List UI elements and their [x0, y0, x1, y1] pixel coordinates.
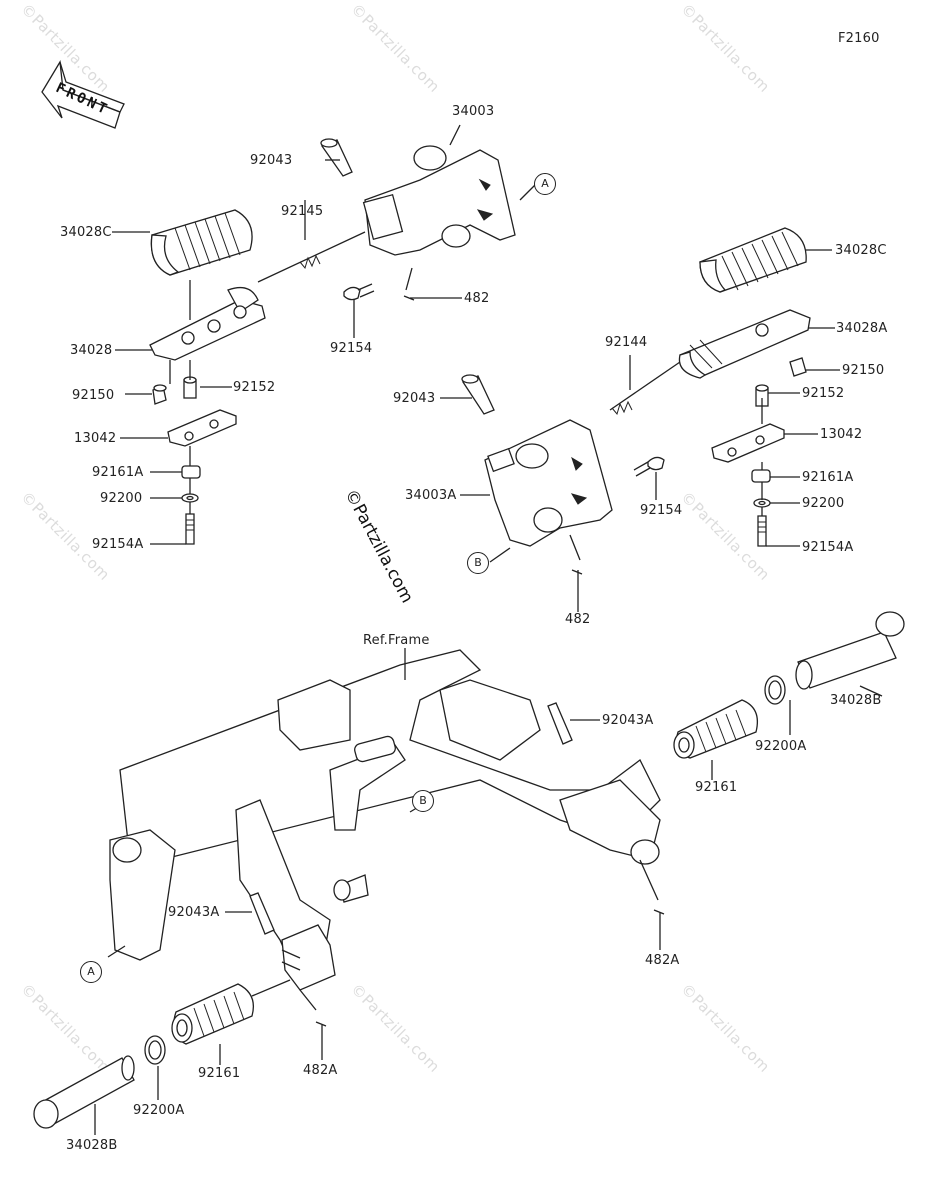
bracket-34003A: [484, 419, 613, 547]
footpeg-rubber-upper-right: [699, 227, 807, 293]
bolt-92154-top: [343, 283, 375, 301]
label-92043A-left: 92043A: [168, 905, 220, 920]
label-92154A-right: 92154A: [802, 540, 854, 555]
washer-92200A-left: [144, 1035, 166, 1065]
pin-92043A-left: [249, 892, 275, 935]
diagram-code: F2160: [838, 31, 880, 46]
callout-a-bottom: A: [80, 961, 102, 983]
label-482-mid: 482: [565, 612, 591, 627]
plate-13042-left: [167, 409, 237, 447]
spring-92145: [299, 254, 321, 270]
footpeg-left: [149, 286, 266, 361]
label-482A-left: 482A: [303, 1063, 338, 1078]
bolt-92150-left: [152, 384, 167, 405]
pin-92043-top: [320, 138, 353, 177]
collar-92152-right: [755, 384, 769, 407]
label-34028C-right: 34028C: [835, 243, 887, 258]
footpeg-rubber-upper-left: [150, 209, 253, 276]
assembly-lines: [169, 231, 763, 1011]
label-92154A-left: 92154A: [92, 537, 144, 552]
label-34003: 34003: [452, 104, 495, 119]
bolt-92154-mid: [633, 456, 665, 477]
label-34028C-left: 34028C: [60, 225, 112, 240]
peg-34028B-left: [33, 1055, 135, 1129]
label-92154-mid: 92154: [640, 503, 683, 518]
callout-b-mid: B: [467, 552, 489, 574]
footpeg-right: [678, 309, 811, 379]
label-92043-mid: 92043: [393, 391, 436, 406]
label-92152-right: 92152: [802, 386, 845, 401]
bolt-92150-right: [789, 357, 807, 377]
pin-92043A-right: [547, 702, 573, 745]
bolt-92154A-left: [185, 513, 195, 545]
label-34003A: 34003A: [405, 488, 457, 503]
label-92043A-right: 92043A: [602, 713, 654, 728]
label-92043-top: 92043: [250, 153, 293, 168]
label-92144: 92144: [605, 335, 648, 350]
label-34028B-left: 34028B: [66, 1138, 118, 1153]
label-34028-left: 34028: [70, 343, 113, 358]
label-92200A-left: 92200A: [133, 1103, 185, 1118]
footpeg-rubber-92161-right: [673, 699, 759, 759]
spring-92144: [611, 400, 633, 416]
damper-92161A-right: [751, 469, 771, 483]
label-482A-right: 482A: [645, 953, 680, 968]
pin-92043-mid: [461, 374, 495, 415]
callout-b-frame: B: [412, 790, 434, 812]
bracket-lower-left: [281, 924, 336, 991]
label-92200A-right: 92200A: [755, 739, 807, 754]
peg-34028B-right: [795, 611, 905, 690]
label-13042-right: 13042: [820, 427, 863, 442]
label-13042-left: 13042: [74, 431, 117, 446]
washer-92200-right: [753, 498, 771, 508]
label-92161A-left: 92161A: [92, 465, 144, 480]
footpeg-rubber-92161-left: [171, 983, 255, 1045]
label-92150-left: 92150: [72, 388, 115, 403]
label-34028A-right: 34028A: [836, 321, 888, 336]
footrest-bracket-upper: [362, 145, 516, 256]
label-92152-left: 92152: [233, 380, 276, 395]
label-482-top: 482: [464, 291, 490, 306]
label-92145: 92145: [281, 204, 324, 219]
label-34028B-right: 34028B: [830, 693, 882, 708]
label-92200-right: 92200: [802, 496, 845, 511]
ref-frame-label: Ref.Frame: [363, 633, 430, 648]
label-92161-right: 92161: [695, 780, 738, 795]
label-92150-right: 92150: [842, 363, 885, 378]
callout-a-top: A: [534, 173, 556, 195]
leader-lines: [94, 124, 883, 1135]
bolt-92154A-right: [757, 515, 767, 547]
front-arrow-icon: [41, 60, 125, 129]
label-92161-left: 92161: [198, 1066, 241, 1081]
label-92200-left: 92200: [100, 491, 143, 506]
label-92154-top: 92154: [330, 341, 373, 356]
plate-13042-right: [711, 423, 785, 463]
label-92161A-right: 92161A: [802, 470, 854, 485]
washer-92200A-right: [764, 675, 786, 705]
